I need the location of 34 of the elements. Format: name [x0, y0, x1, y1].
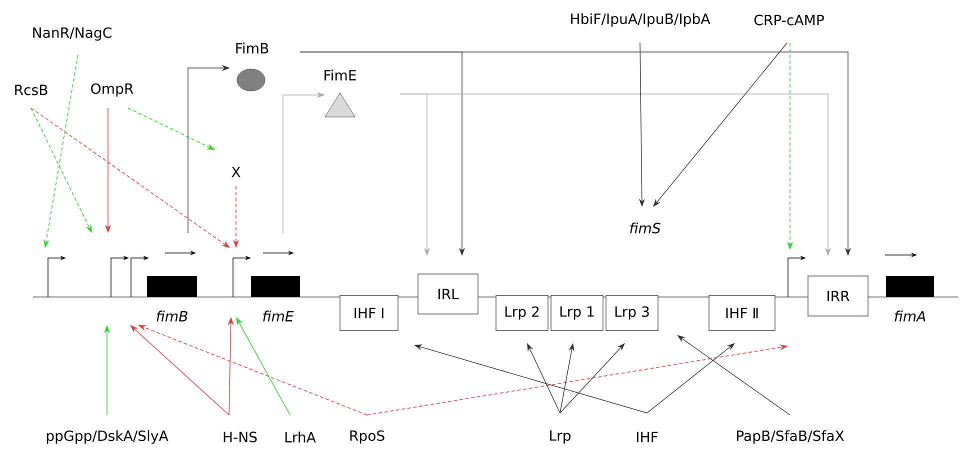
site-box: IHF Ⅱ — [708, 295, 776, 331]
gene-block: fimA — [886, 276, 934, 322]
label: OmpR — [91, 83, 134, 97]
arrow — [130, 325, 230, 416]
gene-label: fimS — [630, 222, 660, 234]
node-label: fimA — [894, 310, 926, 322]
label: RpoS — [350, 430, 384, 444]
site-box: IHF Ⅰ — [340, 295, 398, 331]
label: IHF — [636, 432, 658, 442]
label: CRP-cAMP — [754, 14, 824, 26]
label: HbiF/IpuA/IpuB/IpbA — [571, 13, 710, 27]
node-label: fimE — [263, 310, 294, 322]
gene-block: fimE — [251, 276, 300, 322]
site-box: IRL — [418, 274, 478, 314]
label: Lrp — [550, 430, 570, 444]
node-label: fimB — [156, 310, 188, 322]
label: X — [232, 166, 240, 178]
label: NanR/NagC — [33, 27, 112, 41]
label: RcsB — [15, 84, 48, 96]
node-label: FimB — [236, 42, 268, 54]
node-label: FimE — [324, 70, 356, 80]
site-box: Lrp 1 — [550, 295, 604, 331]
site-box: IRR — [808, 276, 868, 316]
label: LrhA — [285, 432, 316, 442]
protein-triangle: FimE — [324, 70, 356, 118]
arrow — [646, 343, 735, 414]
arrow — [653, 42, 788, 207]
gene-block: fimB — [147, 276, 197, 322]
arrow — [560, 343, 625, 414]
site-box: Lrp 3 — [606, 295, 658, 331]
label: H-NS — [224, 432, 257, 442]
site-box: Lrp 2 — [496, 295, 548, 331]
label: PapB/SfaB/SfaX — [737, 430, 844, 444]
label: ppGpp/DskA/SlyA — [46, 430, 168, 444]
